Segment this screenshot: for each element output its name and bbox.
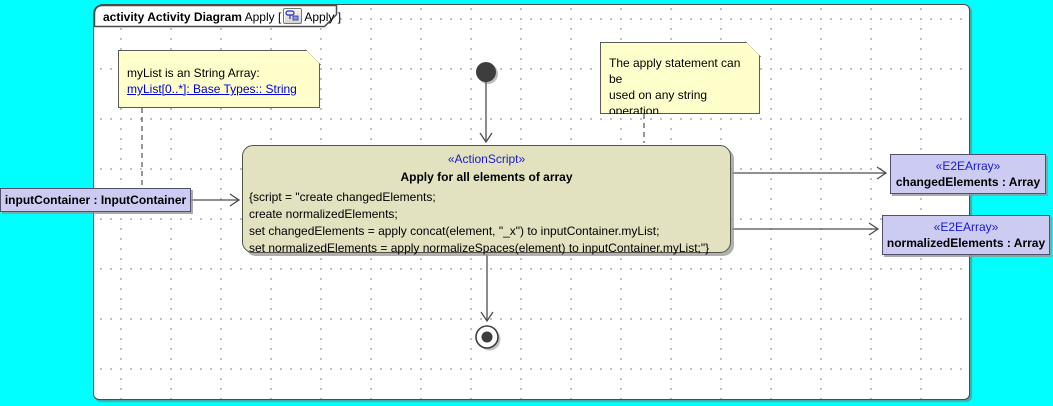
- object-label: changedElements : Array: [895, 175, 1041, 189]
- object-label: normalizedElements : Array: [886, 236, 1046, 250]
- mylist-note[interactable]: myList is an String Array: myList[0..*]:…: [118, 50, 320, 108]
- edge-action-to-normalized[interactable]: [732, 222, 880, 236]
- note-text: myList is an String Array:: [127, 66, 260, 80]
- frame-tab-label[interactable]: activity Activity Diagram Apply [ Apply …: [103, 8, 341, 24]
- edge-action-to-changed[interactable]: [732, 166, 888, 180]
- frame-keyword: activity: [103, 10, 145, 24]
- edge-input-to-action[interactable]: [191, 193, 241, 207]
- frame-diagram-name: Apply: [244, 10, 275, 24]
- apply-note[interactable]: The apply statement can be used on any s…: [600, 42, 760, 114]
- frame-ref-name: Apply: [304, 10, 335, 24]
- frame-bracket-close: ]: [337, 10, 342, 24]
- action-script-line: create normalizedElements;: [249, 207, 398, 221]
- activity-diagram-icon: [283, 8, 303, 24]
- action-script-line: {script = "create changedElements;: [249, 190, 436, 204]
- action-script-line: set normalizedElements = apply normalize…: [249, 241, 710, 255]
- action-name: Apply for all elements of array: [400, 170, 573, 184]
- note-text: The apply statement can be: [609, 56, 741, 86]
- changed-elements-object[interactable]: «E2EArray» changedElements : Array: [890, 154, 1046, 194]
- frame-diagram-type: Activity Diagram: [147, 10, 242, 24]
- apply-action[interactable]: «ActionScript» Apply for all elements of…: [242, 145, 731, 255]
- object-stereotype: «E2EArray»: [933, 220, 999, 234]
- note-text: used on any string: [609, 88, 708, 102]
- action-stereotype: «ActionScript»: [447, 152, 526, 166]
- input-container-object[interactable]: inputContainer : InputContainer: [0, 188, 191, 212]
- object-label: inputContainer : InputContainer: [4, 193, 187, 207]
- activity-final-node[interactable]: [475, 325, 499, 349]
- action-script-line: set changedElements = apply concat(eleme…: [249, 224, 660, 238]
- normalized-elements-object[interactable]: «E2EArray» normalizedElements : Array: [882, 215, 1050, 255]
- initial-node[interactable]: [476, 62, 496, 82]
- edge-initial-to-action[interactable]: [479, 82, 493, 144]
- frame-bracket-open: [: [278, 10, 282, 24]
- edge-action-to-final[interactable]: [480, 254, 494, 323]
- frame-tab-shape[interactable]: [93, 4, 338, 28]
- mylist-type-link[interactable]: myList[0..*]: Base Types:: String: [127, 82, 297, 96]
- object-stereotype: «E2EArray»: [935, 159, 1001, 173]
